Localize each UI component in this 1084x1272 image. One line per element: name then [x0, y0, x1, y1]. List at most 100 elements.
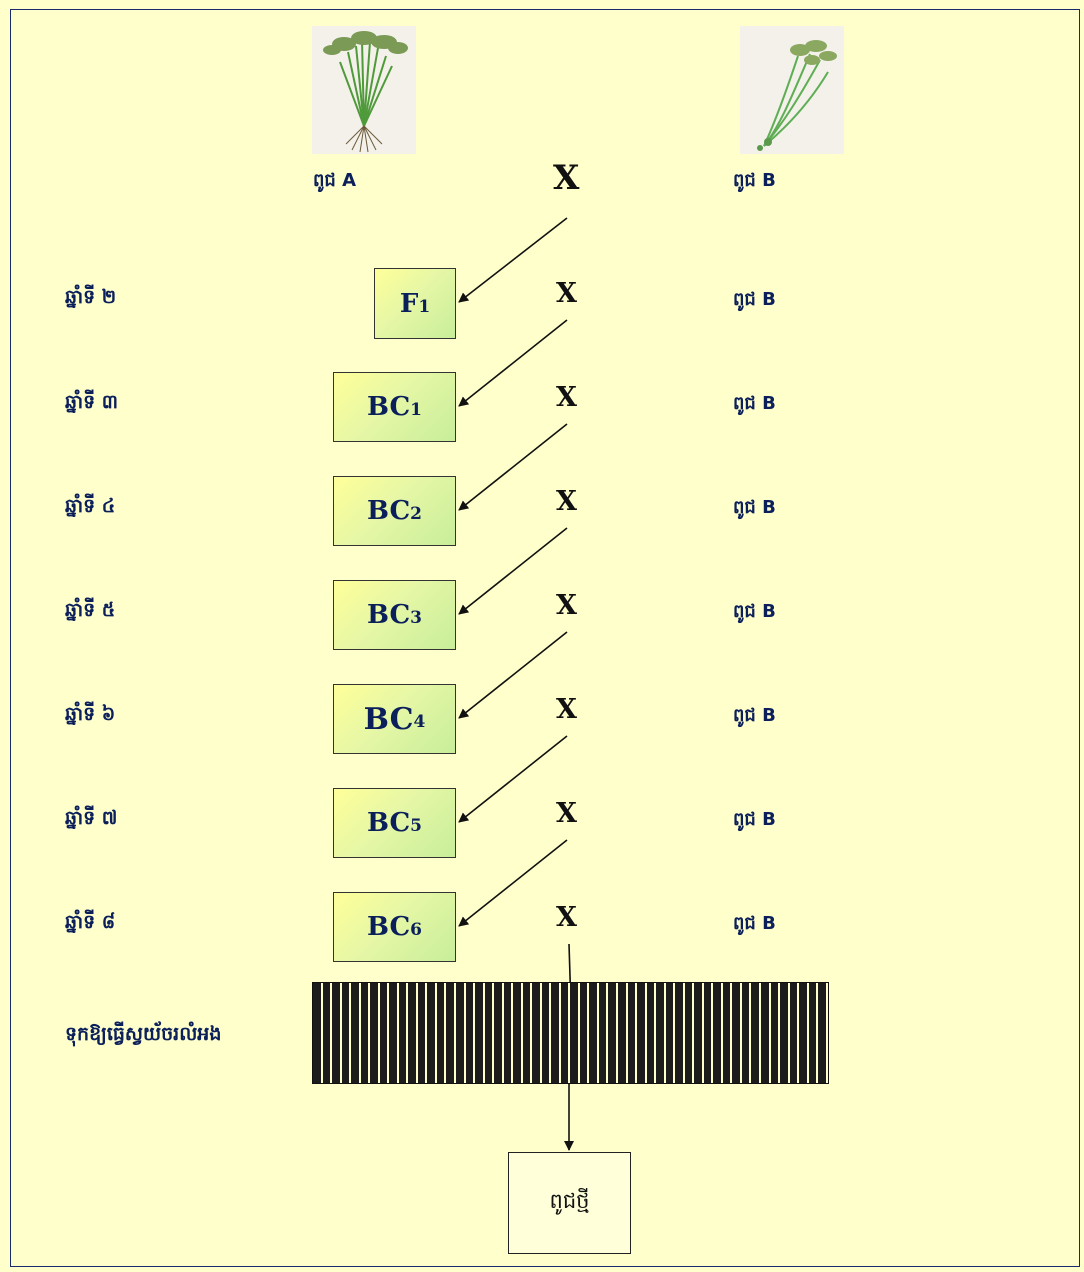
plant-a-image — [312, 26, 416, 154]
recurrent-parent-label: ពូជ B — [733, 289, 776, 310]
plant-bar — [541, 983, 552, 1083]
generation-name: BC — [367, 600, 411, 630]
plant-b-image — [740, 26, 844, 154]
cross-x: X — [556, 382, 577, 413]
plant-bar — [780, 983, 790, 1083]
year-label: ឆ្នាំទី ៦ — [65, 703, 116, 725]
year-label: ឆ្នាំទី ៧ — [65, 807, 118, 829]
plant-bar — [494, 983, 504, 1083]
generation-subscript: 3 — [410, 608, 422, 628]
cross-arrow — [458, 839, 568, 927]
plant-bar — [513, 983, 523, 1083]
plant-bar — [341, 983, 352, 1083]
cross-arrow — [458, 631, 568, 719]
plant-bar — [579, 983, 590, 1083]
plant-bar — [646, 983, 657, 1083]
cross-x: X — [556, 486, 577, 517]
plant-bar — [360, 983, 371, 1083]
plant-bar — [503, 983, 514, 1083]
generation-name: BC — [367, 496, 411, 526]
parent-b-label: ពូជ B — [733, 170, 776, 191]
recurrent-parent-label: ពូជ B — [733, 601, 776, 622]
generation-subscript: 6 — [410, 920, 422, 940]
plant-bar — [313, 983, 323, 1083]
recurrent-parent-label: ពូជ B — [733, 497, 776, 518]
generation-name: BC — [367, 912, 411, 942]
plant-bar — [741, 983, 752, 1083]
plant-bar — [551, 983, 561, 1083]
plant-bar — [389, 983, 399, 1083]
generation-subscript: 2 — [410, 504, 422, 524]
diagram-frame — [10, 9, 1080, 1267]
plant-bar — [665, 983, 676, 1083]
generation-subscript: 1 — [418, 296, 431, 317]
plant-bar — [465, 983, 476, 1083]
plant-bar — [436, 983, 447, 1083]
generation-name: BC — [367, 392, 411, 422]
generation-subscript: 1 — [410, 400, 422, 420]
plant-bar — [656, 983, 666, 1083]
plant-bar — [484, 983, 495, 1083]
plant-bar — [427, 983, 437, 1083]
plant-bar — [522, 983, 533, 1083]
plant-bar — [598, 983, 609, 1083]
recurrent-parent-label: ពូជ B — [733, 809, 776, 830]
plant-bar — [808, 983, 819, 1083]
selfing-label: ទុកឱ្យធ្វើស្វយ័ចរលំអង — [65, 1023, 222, 1045]
year-label: ឆ្នាំទី ៤ — [65, 495, 116, 517]
plant-bar — [417, 983, 428, 1083]
plant-bar — [446, 983, 456, 1083]
plant-bar — [770, 983, 781, 1083]
generation-subscript: 5 — [410, 816, 422, 836]
plant-bar — [351, 983, 361, 1083]
plant-bar — [408, 983, 418, 1083]
plant-bar — [722, 983, 733, 1083]
plant-bar — [675, 983, 685, 1083]
plant-bar — [789, 983, 800, 1083]
cross-x: X — [556, 590, 577, 621]
generation-name: F — [399, 288, 419, 319]
plant-bar — [751, 983, 761, 1083]
plant-bar — [703, 983, 714, 1083]
cross-arrow — [458, 735, 568, 823]
plant-bar — [589, 983, 599, 1083]
plant-bar — [684, 983, 695, 1083]
recurrent-parent-label: ពូជ B — [733, 705, 776, 726]
plant-bar — [322, 983, 333, 1083]
plant-bar — [694, 983, 704, 1083]
plant-bar — [608, 983, 618, 1083]
new-variety-box: ពូជថ្មី — [508, 1152, 631, 1254]
year-label: ឆ្នាំទី ៥ — [65, 599, 116, 621]
cross-arrow — [458, 527, 568, 615]
plant-bar — [618, 983, 628, 1083]
plant-bar — [455, 983, 466, 1083]
generation-subscript: 4 — [413, 712, 426, 732]
plant-bar — [332, 983, 342, 1083]
initial-cross-x: X — [553, 158, 580, 198]
selfing-population-bars — [312, 982, 829, 1084]
plant-bar — [713, 983, 723, 1083]
plant-bar — [379, 983, 390, 1083]
plant-bar — [560, 983, 571, 1083]
plant-bar — [818, 983, 828, 1083]
generation-name: BC — [363, 701, 414, 737]
plant-bar — [475, 983, 485, 1083]
cross-x: X — [556, 798, 577, 829]
plant-bar — [799, 983, 809, 1083]
recurrent-parent-label: ពូជ B — [733, 393, 776, 414]
generation-name: BC — [367, 808, 411, 838]
recurrent-parent-label: ពូជ B — [733, 913, 776, 934]
cross-arrow — [458, 217, 568, 303]
cross-x: X — [556, 694, 577, 725]
new-variety-label: ពូជថ្មី — [549, 1188, 590, 1213]
year-label: ឆ្នាំទី ៣ — [65, 391, 119, 413]
cross-x: X — [556, 278, 577, 309]
plant-bar — [760, 983, 771, 1083]
